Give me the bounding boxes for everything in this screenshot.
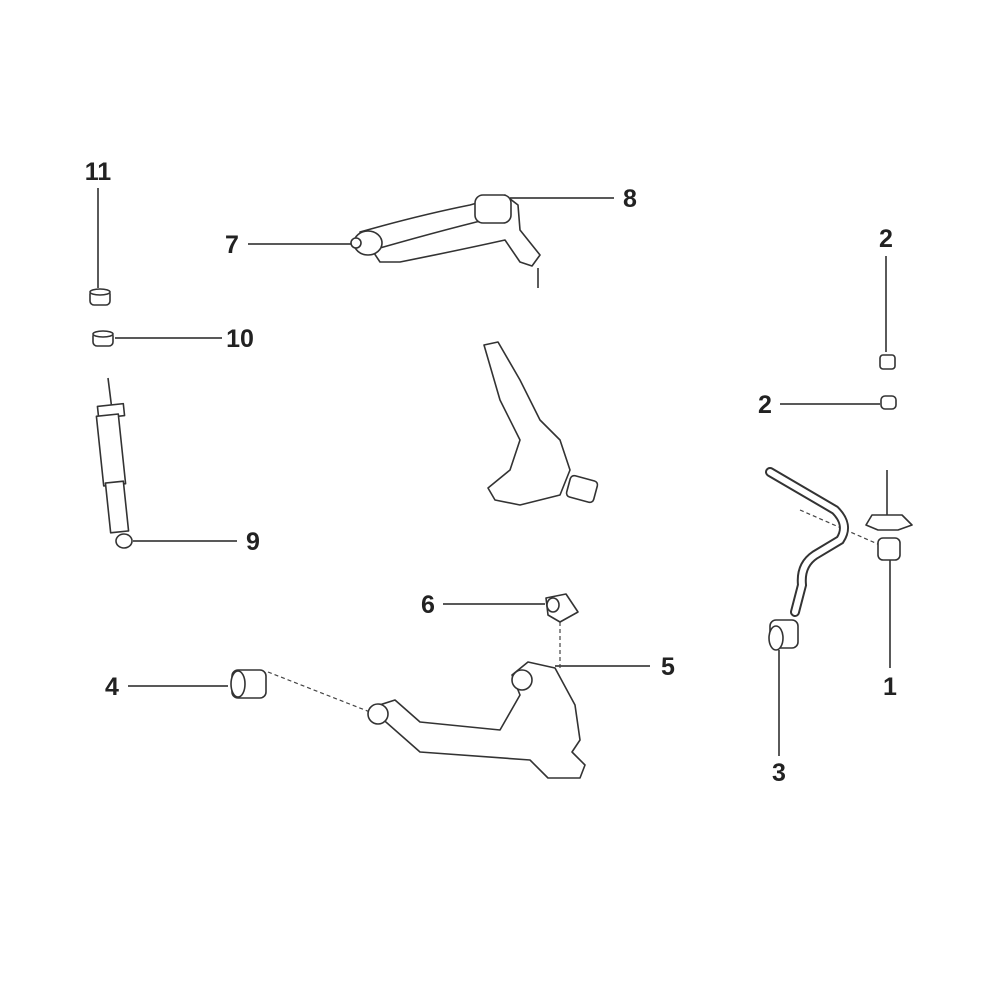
stabilizer-bushing xyxy=(768,619,799,651)
callout-2-lower: 2 xyxy=(758,391,772,419)
callout-4: 4 xyxy=(105,673,119,701)
callout-8: 8 xyxy=(623,185,637,213)
callout-1: 1 xyxy=(883,673,897,701)
lower-control-arm xyxy=(367,661,586,779)
stabilizer-bracket xyxy=(865,470,913,561)
steering-knuckle xyxy=(483,341,599,506)
shock-absorber xyxy=(95,377,133,549)
callout-6: 6 xyxy=(421,591,435,619)
lower-arm-bushing-rear xyxy=(545,593,579,623)
callout-10: 10 xyxy=(226,325,254,353)
lower-arm-bushing xyxy=(230,669,267,699)
callout-2-upper: 2 xyxy=(879,225,893,253)
leader-lines xyxy=(97,188,891,756)
shock-upper-bushing xyxy=(89,288,111,306)
callout-7: 7 xyxy=(225,231,239,259)
callout-5: 5 xyxy=(661,653,675,681)
upper-bushing xyxy=(879,354,896,370)
callout-labels: 11 10 9 7 8 2 2 1 3 4 5 6 xyxy=(85,158,897,787)
lower-bushing xyxy=(880,395,897,410)
callout-3: 3 xyxy=(772,759,786,787)
callout-11: 11 xyxy=(85,158,112,186)
upper-control-arm xyxy=(350,194,541,288)
callout-9: 9 xyxy=(246,528,260,556)
stabilizer-bar xyxy=(765,467,849,617)
shock-lower-bushing xyxy=(92,330,114,347)
